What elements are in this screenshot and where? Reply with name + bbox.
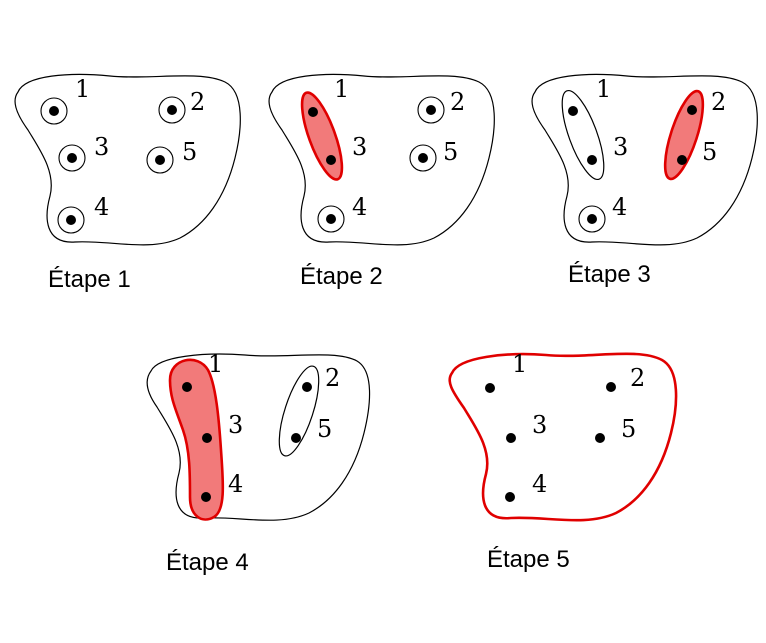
stage-2: 1 2 3 4 5 Étape 2 — [268, 73, 495, 290]
stage-1-label-1: 1 — [75, 75, 90, 103]
stage-1-label-3: 3 — [94, 133, 109, 161]
stage-2-label-4: 4 — [352, 193, 367, 221]
stage-2-label-3: 3 — [352, 133, 367, 161]
stage-4: 1 2 3 4 5 Étape 4 — [146, 350, 371, 576]
stage-1-point-2 — [167, 105, 177, 115]
stage-4-label-5: 5 — [317, 415, 332, 443]
stage-1-label-5: 5 — [182, 138, 197, 166]
stage-5-point-4 — [505, 492, 515, 502]
stage-1-ring-3 — [58, 144, 86, 172]
stage-2-ring-5 — [409, 144, 437, 172]
stage-3-caption: Étape 3 — [568, 261, 651, 288]
stage-2-ring-2 — [417, 96, 445, 124]
stage-2-point-5 — [418, 153, 428, 163]
stage-4-label-2: 2 — [325, 364, 340, 392]
stage-5-label-1: 1 — [512, 350, 527, 378]
stage-3-label-1: 1 — [596, 75, 611, 103]
stage-2-point-4 — [326, 214, 336, 224]
stage-4-outline — [146, 353, 371, 521]
stage-3-label-3: 3 — [613, 133, 628, 161]
stage-2-ring-4 — [317, 205, 345, 233]
stage-3-cluster-2-5 — [663, 89, 705, 181]
stage-2-caption: Étape 2 — [300, 263, 383, 290]
stage-4-cluster-2-5 — [278, 365, 320, 457]
stage-5-label-3: 3 — [532, 411, 547, 439]
stage-1-label-4: 4 — [94, 193, 109, 221]
stage-1-caption: Étape 1 — [48, 266, 131, 293]
stage-2-outline — [268, 73, 495, 246]
stage-3: 1 2 3 4 5 Étape 3 — [531, 73, 758, 288]
stage-4-label-3: 3 — [228, 411, 243, 439]
stage-1-label-2: 2 — [190, 88, 205, 116]
stage-3-label-5: 5 — [702, 138, 717, 166]
stage-2-label-1: 1 — [334, 75, 349, 103]
stage-4-point-2 — [302, 382, 312, 392]
stage-1: 1 2 3 4 5 Étape 1 — [14, 73, 241, 293]
stage-1-outline — [14, 73, 241, 246]
stage-3-point-5 — [677, 155, 687, 165]
stage-5-label-4: 4 — [532, 470, 547, 498]
stage-4-label-1: 1 — [208, 350, 223, 378]
stage-1-ring-5 — [146, 146, 174, 174]
stage-4-point-1 — [182, 382, 192, 392]
stage-5-point-5 — [595, 433, 605, 443]
stage-4-point-4 — [201, 492, 211, 502]
stage-4-caption: Étape 4 — [166, 549, 249, 576]
stage-4-point-5 — [291, 433, 301, 443]
stage-4-cluster-1-3-4 — [168, 358, 225, 521]
stage-3-point-2 — [687, 105, 697, 115]
stage-3-cluster-1-3 — [561, 89, 605, 181]
stage-5-outline — [448, 352, 678, 522]
stage-1-point-4 — [66, 215, 76, 225]
stage-1-ring-4 — [57, 206, 85, 234]
stage-3-label-4: 4 — [612, 193, 627, 221]
stage-1-ring-2 — [158, 96, 186, 124]
stage-5-caption: Étape 5 — [487, 546, 570, 573]
stage-5-point-3 — [506, 433, 516, 443]
stage-5-point-2 — [606, 382, 616, 392]
stage-2-label-2: 2 — [450, 88, 465, 116]
stage-1-point-3 — [67, 153, 77, 163]
stage-3-point-3 — [587, 155, 597, 165]
stage-4-label-4: 4 — [228, 470, 243, 498]
stage-5-point-1 — [485, 383, 495, 393]
stage-3-outline — [531, 73, 758, 246]
stage-3-point-4 — [587, 214, 597, 224]
stage-1-point-5 — [155, 155, 165, 165]
stage-3-ring-4 — [578, 205, 606, 233]
stage-1-ring-1 — [40, 97, 68, 125]
stage-2-label-5: 5 — [443, 138, 458, 166]
stage-5-label-2: 2 — [630, 364, 645, 392]
stage-4-point-3 — [202, 433, 212, 443]
stage-2-point-1 — [308, 107, 318, 117]
stage-1-point-1 — [49, 106, 59, 116]
stage-3-label-2: 2 — [711, 88, 726, 116]
stage-5: 1 2 3 4 5 Étape 5 — [448, 350, 678, 573]
stage-2-point-3 — [326, 155, 336, 165]
stage-3-point-1 — [568, 106, 578, 116]
stage-5-label-5: 5 — [621, 415, 636, 443]
stage-2-point-2 — [426, 105, 436, 115]
